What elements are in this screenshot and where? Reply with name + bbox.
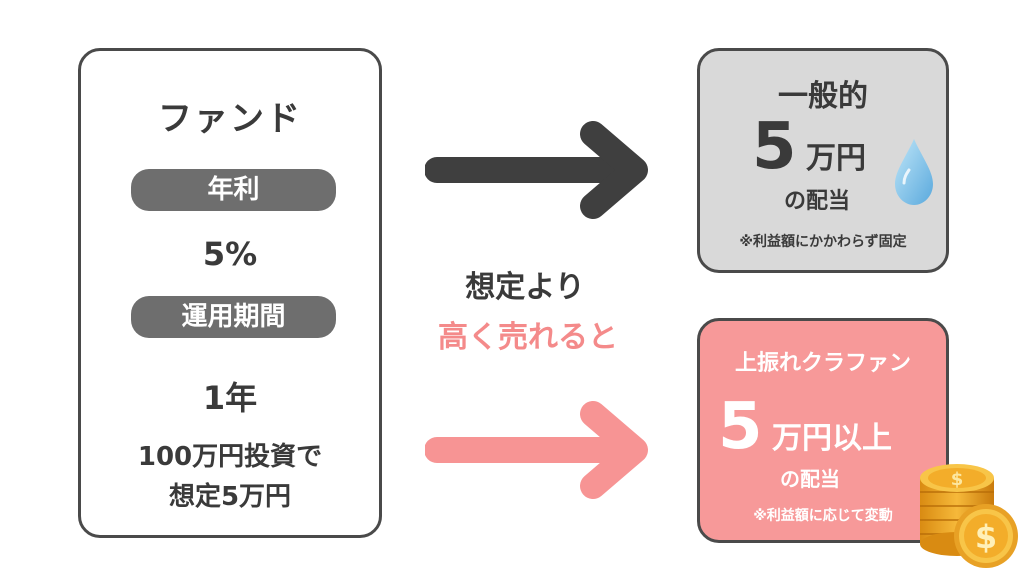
upside-box: 上振れクラファン 5 万円以上 の配当 ※利益額に応じて変動	[697, 318, 949, 543]
general-dividend: の配当	[784, 189, 851, 214]
fund-note-line2: 想定5万円	[168, 482, 292, 512]
general-note: ※利益額にかかわらず固定	[739, 234, 907, 250]
general-amount-number: 5	[752, 110, 797, 184]
fund-title: ファンド	[158, 99, 302, 139]
water-drop-icon	[895, 139, 933, 205]
gold-coins-icon: $ $	[920, 464, 1018, 568]
general-amount-unit: 万円	[806, 141, 866, 176]
fund-note-line1: 100万円投資で	[137, 442, 323, 472]
middle-line2: 高く売れると	[438, 320, 618, 355]
general-title: 一般的	[778, 79, 868, 114]
rate-label-pill: 年利	[131, 169, 336, 211]
general-box: 一般的 5 万円 の配当 ※利益額にかかわらず固定	[697, 48, 949, 273]
svg-text:$: $	[951, 469, 964, 490]
right-arrow-icon	[425, 401, 648, 499]
right-arrow-icon	[425, 121, 648, 219]
period-value: 1年	[202, 379, 258, 417]
upside-amount-unit: 万円以上	[772, 421, 892, 456]
rate-value: 5%	[202, 235, 258, 273]
upside-amount-number: 5	[718, 390, 763, 464]
upside-dividend: の配当	[780, 467, 840, 491]
svg-text:$: $	[975, 518, 997, 556]
fund-box: ファンド 年利 5% 運用期間 1年 100万円投資で 想定5万円	[78, 48, 382, 538]
middle-line1: 想定より	[465, 270, 585, 305]
period-label-pill: 運用期間	[131, 296, 336, 338]
upside-note: ※利益額に応じて変動	[753, 508, 893, 524]
upside-title: 上振れクラファン	[734, 351, 911, 376]
